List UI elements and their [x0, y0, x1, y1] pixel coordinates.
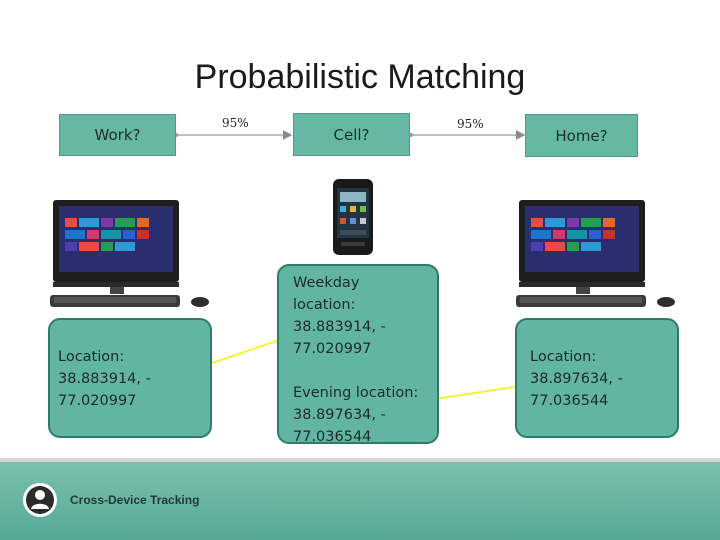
info-line: Location:	[58, 349, 125, 365]
info-line: Location:	[530, 349, 597, 365]
user-icon	[23, 483, 57, 517]
edge-work-cell-probability: 95%	[222, 116, 249, 130]
info-line: 77.036544	[293, 429, 372, 445]
footer-label: Cross-Device Tracking	[70, 493, 200, 507]
edge-cell-home-probability: 95%	[457, 117, 484, 131]
info-line: location:	[293, 297, 356, 313]
info-box-work: Location: 38.883914, - 77.020997	[48, 318, 212, 438]
edge-cell-home-start-dot	[409, 133, 413, 137]
info-line: 77.020997	[58, 393, 137, 409]
slide-title: Probabilistic Matching	[194, 58, 526, 96]
info-line: 38.897634, -	[293, 407, 386, 423]
node-home: Home?	[525, 114, 638, 157]
footer-divider	[0, 458, 720, 462]
desktop-computer-icon	[50, 200, 209, 307]
info-line: 38.883914, -	[293, 319, 386, 335]
node-work: Work?	[59, 114, 176, 156]
info-line: Weekday	[293, 275, 360, 291]
info-line: 38.897634, -	[530, 371, 623, 387]
info-line: 38.883914, -	[58, 371, 151, 387]
desktop-computer-icon	[516, 200, 675, 307]
mobile-phone-icon	[333, 179, 373, 255]
node-cell: Cell?	[293, 113, 410, 156]
info-box-cell: Weekday location: 38.883914, - 77.020997…	[277, 264, 439, 445]
info-line: 77.020997	[293, 341, 372, 357]
info-line: Evening location:	[293, 385, 419, 401]
info-spacer	[293, 360, 429, 382]
info-line: 77.036544	[530, 393, 609, 409]
info-box-home: Location: 38.897634, - 77.036544	[515, 318, 679, 438]
footer-bar	[0, 462, 720, 540]
